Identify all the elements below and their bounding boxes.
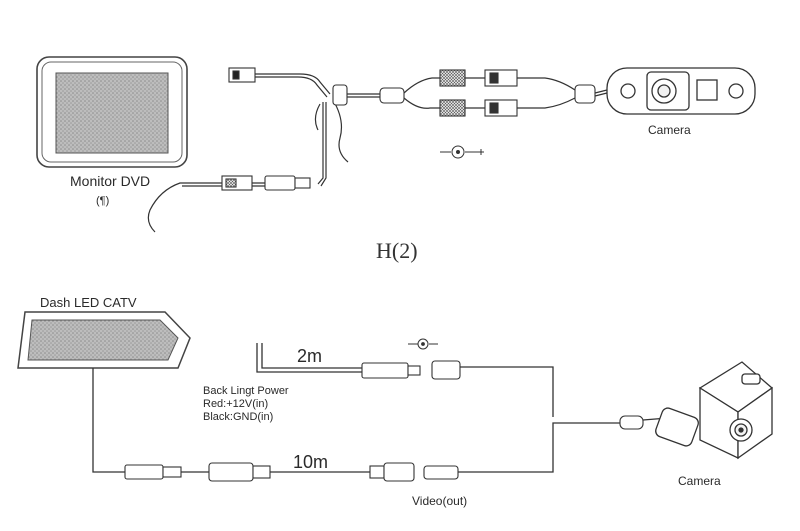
back-light-title: Back Lingt Power	[203, 385, 289, 397]
bottom-camera-label: Camera	[678, 474, 721, 488]
video-out-label: Video(out)	[412, 494, 468, 508]
video-cable-length: 10m	[293, 452, 329, 472]
dc-jack-icon	[408, 338, 438, 350]
dash-led-screen	[17, 311, 191, 369]
back-light-red: Red:+12V(in)	[203, 398, 269, 410]
top-connectors	[221, 67, 596, 191]
dash-led-label: Dash LED CATV	[40, 295, 137, 310]
monitor-dvd-label: Monitor DVD	[70, 173, 151, 189]
figure-label: H(2)	[376, 238, 418, 263]
power-symbol-icon	[440, 145, 484, 159]
power-cable-length: 2m	[297, 346, 323, 366]
back-light-black: Black:GND(in)	[203, 411, 274, 423]
bottom-camera	[655, 361, 774, 460]
bottom-cable-harness	[92, 343, 669, 473]
bottom-connectors	[124, 360, 644, 482]
top-camera	[606, 67, 756, 115]
top-camera-label: Camera	[648, 123, 691, 137]
monitor-sub-label: (¶)	[96, 195, 110, 207]
top-cable-harness	[147, 73, 608, 233]
monitor-dvd	[36, 56, 188, 168]
